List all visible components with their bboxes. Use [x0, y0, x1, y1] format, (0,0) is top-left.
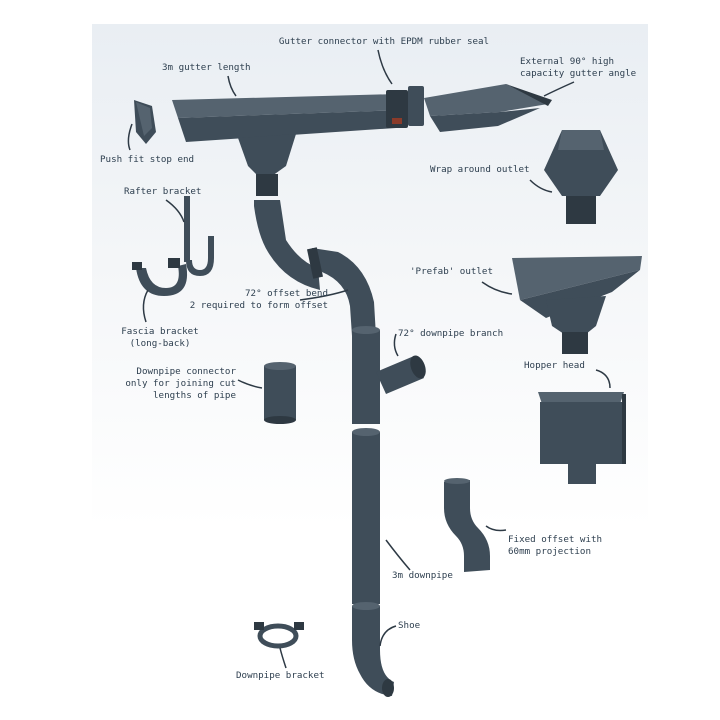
label-downpipe-bracket: Downpipe bracket [236, 670, 325, 681]
label-wrap-outlet: Wrap around outlet [430, 164, 530, 175]
downpipe-connector [264, 362, 296, 424]
downpipe [352, 428, 380, 604]
label-gutter-connector: Gutter connector with EPDM rubber seal [278, 36, 490, 47]
prefab-outlet [512, 256, 642, 354]
stop-end [134, 100, 156, 144]
label-fixed-offset: Fixed offset with 60mm projection [508, 534, 603, 557]
label-hopper-head: Hopper head [524, 360, 585, 371]
label-external-angle: External 90° high capacity gutter angle [520, 56, 637, 79]
label-stop-end: Push fit stop end [100, 154, 195, 165]
label-downpipe: 3m downpipe [392, 570, 453, 581]
downpipe-bracket [254, 622, 304, 649]
gutter-connector [386, 86, 424, 128]
label-prefab-outlet: 'Prefab' outlet [410, 266, 493, 277]
gutter-outlet [238, 134, 296, 196]
label-rafter-bracket: Rafter bracket [124, 186, 202, 197]
fascia-bracket [132, 258, 188, 296]
leader-lines [127, 49, 611, 669]
label-downpipe-connector: Downpipe connector only for joining cut … [125, 366, 236, 401]
label-shoe: Shoe [398, 620, 421, 631]
label-offset-bend: 72° offset bend 2 required to form offse… [189, 288, 328, 311]
label-fascia-bracket: Fascia bracket (long-back) [121, 326, 199, 349]
downpipe-branch [352, 326, 426, 424]
wrap-around-outlet [544, 130, 618, 224]
shoe [352, 602, 394, 697]
gutter-length [172, 94, 404, 142]
rafter-bracket [184, 196, 214, 276]
fixed-offset [444, 478, 490, 572]
external-angle [424, 84, 552, 132]
label-gutter-length: 3m gutter length [162, 62, 251, 73]
hopper-head [538, 392, 626, 484]
offset-bends [254, 200, 376, 336]
label-downpipe-branch: 72° downpipe branch [398, 328, 504, 339]
